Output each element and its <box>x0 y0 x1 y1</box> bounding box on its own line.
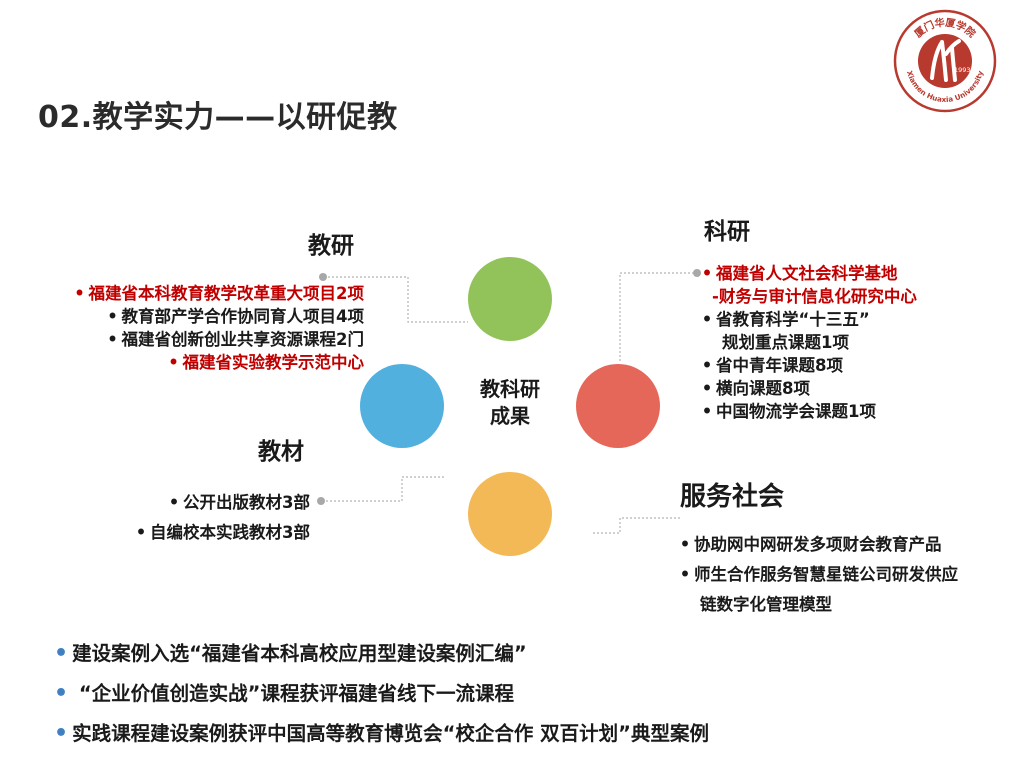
bullet: • <box>701 264 713 283</box>
yellow-circle <box>468 472 552 556</box>
list-item: •省教育科学“十三五” <box>698 308 917 331</box>
list-item-text: “企业价值创造实战”课程获评福建省线下一流课程 <box>72 682 514 705</box>
list-item-text: 横向课题8项 <box>716 379 810 398</box>
social-service-heading: 服务社会 <box>680 482 785 512</box>
scientific-research-heading: 科研 <box>704 219 750 245</box>
list-item: 规划重点课题1项 <box>698 331 917 354</box>
list-item: •教育部产学合作协同育人项目4项 <box>71 305 364 328</box>
list-item-text: 师生合作服务智慧星链公司研发供应 <box>694 565 958 584</box>
bullet: • <box>701 402 713 421</box>
list-item-text: 省教育科学“十三五” <box>716 310 870 329</box>
connector-dot-textbooks <box>317 497 325 505</box>
list-item-text: 协助网中网研发多项财会教育产品 <box>694 535 942 554</box>
achievements-list: •建设案例入选“福建省本科高校应用型建设案例汇编” • “企业价值创造实战”课程… <box>54 640 709 760</box>
list-item-text: 教育部产学合作协同育人项目4项 <box>121 307 364 326</box>
bullet: • <box>107 307 118 326</box>
list-item-text: 福建省本科教育教学改革重大项目2项 <box>88 284 364 303</box>
bullet: • <box>107 330 118 349</box>
connector-research <box>619 272 698 362</box>
list-item: •自编校本实践教材3部 <box>132 518 310 548</box>
bullet: • <box>679 535 691 554</box>
list-item-text: -财务与审计信息化研究中心 <box>712 287 917 306</box>
center-label: 教科研 成果 <box>460 376 560 430</box>
bullet: • <box>135 523 147 542</box>
bullet: • <box>701 356 713 375</box>
list-item-text: 链数字化管理模型 <box>700 595 832 614</box>
bullet: • <box>679 565 691 584</box>
textbooks-list: •公开出版教材3部 •自编校本实践教材3部 <box>132 488 310 548</box>
bullet: • <box>74 284 85 303</box>
list-item: •福建省人文社会科学基地 <box>698 262 917 285</box>
connector-dot-teaching <box>319 273 327 281</box>
connector-service <box>592 517 680 534</box>
list-item-text: 福建省创新创业共享资源课程2门 <box>121 330 364 349</box>
bullet: • <box>54 681 69 706</box>
page-title: 02.教学实力——以研促教 <box>38 100 398 135</box>
list-item: •公开出版教材3部 <box>132 488 310 518</box>
list-item-text: 省中青年课题8项 <box>716 356 843 375</box>
teaching-research-heading: 教研 <box>308 233 354 259</box>
social-service-list: •协助网中网研发多项财会教育产品 •师生合作服务智慧星链公司研发供应 链数字化管… <box>676 530 958 620</box>
list-item-text: 实践课程建设案例获评中国高等教育博览会“校企合作 双百计划”典型案例 <box>72 722 709 745</box>
bullet: • <box>168 353 179 372</box>
list-item: -财务与审计信息化研究中心 <box>698 285 917 308</box>
center-label-line-2: 成果 <box>490 404 530 428</box>
university-seal-icon: 1993 厦门华厦学院 Xiamen Huaxia University <box>893 9 997 113</box>
list-item-text: 福建省人文社会科学基地 <box>716 264 898 283</box>
list-item: • “企业价值创造实战”课程获评福建省线下一流课程 <box>54 680 709 720</box>
list-item-text: 规划重点课题1项 <box>722 333 849 352</box>
list-item: •师生合作服务智慧星链公司研发供应 <box>676 560 958 590</box>
bullet: • <box>701 379 713 398</box>
list-item: •省中青年课题8项 <box>698 354 917 377</box>
teaching-research-list: •福建省本科教育教学改革重大项目2项 •教育部产学合作协同育人项目4项 •福建省… <box>71 282 364 374</box>
university-logo: 1993 厦门华厦学院 Xiamen Huaxia University <box>892 8 998 114</box>
bullet: • <box>168 493 180 512</box>
bullet: • <box>701 310 713 329</box>
connector-textbooks <box>322 476 445 502</box>
list-item: •中国物流学会课题1项 <box>698 400 917 423</box>
list-item: •协助网中网研发多项财会教育产品 <box>676 530 958 560</box>
scientific-research-list: •福建省人文社会科学基地 -财务与审计信息化研究中心 •省教育科学“十三五” 规… <box>698 262 917 423</box>
list-item-text: 福建省实验教学示范中心 <box>182 353 365 372</box>
list-item: •横向课题8项 <box>698 377 917 400</box>
list-item: •福建省创新创业共享资源课程2门 <box>71 328 364 351</box>
list-item: •建设案例入选“福建省本科高校应用型建设案例汇编” <box>54 640 709 680</box>
red-circle <box>576 364 660 448</box>
list-item: 链数字化管理模型 <box>676 590 958 620</box>
list-item: •福建省本科教育教学改革重大项目2项 <box>71 282 364 305</box>
list-item: •实践课程建设案例获评中国高等教育博览会“校企合作 双百计划”典型案例 <box>54 720 709 760</box>
logo-year: 1993 <box>954 66 971 74</box>
green-circle <box>468 257 552 341</box>
blue-circle <box>360 364 444 448</box>
list-item-text: 中国物流学会课题1项 <box>716 402 876 421</box>
bullet: • <box>54 721 69 746</box>
list-item-text: 自编校本实践教材3部 <box>150 523 310 542</box>
list-item: •福建省实验教学示范中心 <box>71 351 364 374</box>
list-item-text: 建设案例入选“福建省本科高校应用型建设案例汇编” <box>72 642 527 665</box>
center-label-line-1: 教科研 <box>480 377 540 401</box>
bullet: • <box>54 641 69 666</box>
list-item-text: 公开出版教材3部 <box>183 493 310 512</box>
textbooks-heading: 教材 <box>258 439 304 465</box>
